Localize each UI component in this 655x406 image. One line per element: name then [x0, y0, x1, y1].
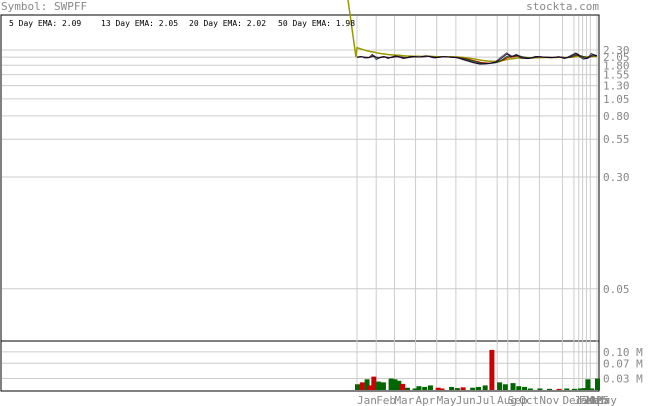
volume-bar	[454, 388, 460, 390]
site-watermark: stockta.com	[526, 0, 599, 13]
volume-bar	[404, 387, 410, 390]
volume-bar	[516, 386, 522, 390]
volume-bar	[412, 388, 418, 390]
volume-bar	[502, 384, 508, 390]
x-tick-label: Jan	[357, 394, 377, 406]
volume-bar	[489, 349, 495, 390]
volume-bar	[475, 386, 481, 390]
y-tick-label: 2.30	[603, 44, 630, 57]
x-tick-label: May	[597, 394, 617, 406]
volume-bar	[422, 386, 428, 390]
volume-bar	[416, 386, 422, 390]
volume-bar	[460, 387, 466, 390]
x-tick-label: Sep	[508, 394, 528, 406]
volume-panel-frame	[0, 340, 600, 392]
volume-bar	[537, 388, 543, 390]
volume-bar	[470, 387, 476, 390]
x-tick-label: Jun	[456, 394, 476, 406]
volume-bar	[497, 382, 503, 390]
volume-bar	[571, 388, 577, 390]
symbol-label: Symbol: SWPFF	[1, 0, 87, 13]
volume-bar	[482, 385, 488, 390]
y-tick-label: 1.05	[603, 93, 630, 106]
volume-bar	[364, 379, 370, 390]
volume-bar	[380, 382, 386, 390]
x-tick-label: Feb	[579, 394, 599, 406]
x-tick-label: Feb	[376, 394, 396, 406]
y-tick-label: 1.55	[603, 69, 630, 82]
volume-bar	[367, 385, 373, 390]
volume-bar	[371, 376, 377, 390]
legend-ema-50: 50 Day EMA: 1.98	[278, 19, 355, 28]
volume-bar	[522, 386, 528, 390]
volume-bar	[359, 382, 365, 390]
x-tick-label: May	[437, 394, 457, 406]
x-tick-label: Apr	[590, 394, 610, 406]
x-tick-label: Nov	[539, 394, 559, 406]
legend-ema-5: 5 Day EMA: 2.09	[9, 19, 81, 28]
price-lines	[347, 0, 598, 65]
y-tick-label: 0.80	[603, 110, 630, 123]
x-tick-label: Jul	[476, 394, 496, 406]
volume-bar	[547, 388, 552, 390]
price-line	[356, 52, 598, 65]
x-tick-label: Oct	[519, 394, 539, 406]
volume-bar	[585, 379, 591, 390]
volume-bar	[439, 388, 445, 390]
y-tick-label: 2.05	[603, 51, 630, 64]
ema-legend: 5 Day EMA: 2.09 13 Day EMA: 2.05 20 Day …	[9, 19, 355, 28]
volume-tick-label: 0.10 M	[603, 346, 643, 359]
x-tick-label: Mar	[394, 394, 414, 406]
volume-bar	[510, 383, 516, 390]
volume-bar	[427, 385, 433, 390]
volume-bar	[581, 388, 587, 390]
volume-bar	[449, 386, 455, 390]
volume-bar	[396, 380, 402, 390]
y-tick-label: 0.55	[603, 133, 630, 146]
legend-ema-20: 20 Day EMA: 2.02	[189, 19, 266, 28]
volume-bar	[527, 388, 533, 390]
y-tick-label: 1.80	[603, 59, 630, 72]
volume-bar	[392, 379, 398, 390]
volume-bar	[577, 388, 583, 390]
volume-bar	[355, 384, 360, 390]
volume-bar	[388, 378, 394, 390]
volume-bar	[589, 388, 595, 390]
x-tick-label: Mar	[586, 394, 606, 406]
x-tick-label: 2025	[583, 394, 610, 406]
volume-bar	[564, 388, 570, 390]
x-tick-label: Apr	[416, 394, 436, 406]
volume-bar	[595, 378, 600, 390]
y-tick-label: 0.30	[603, 171, 630, 184]
volume-bar	[376, 381, 382, 390]
volume-tick-label: 0.07 M	[603, 357, 643, 370]
grid-layer	[2, 16, 598, 390]
volume-bar	[556, 388, 562, 390]
volume-bar	[400, 383, 406, 390]
y-tick-label: 1.30	[603, 80, 630, 93]
legend-ema-13: 13 Day EMA: 2.05	[101, 19, 178, 28]
y-tick-label: 0.05	[603, 283, 630, 296]
x-tick-label: Jan	[574, 394, 594, 406]
x-tick-label: Dec	[562, 394, 582, 406]
volume-tick-label: 0.03 M	[603, 373, 643, 386]
volume-bars	[355, 349, 600, 390]
volume-bar	[435, 387, 441, 390]
x-tick-label: Aug	[497, 394, 517, 406]
